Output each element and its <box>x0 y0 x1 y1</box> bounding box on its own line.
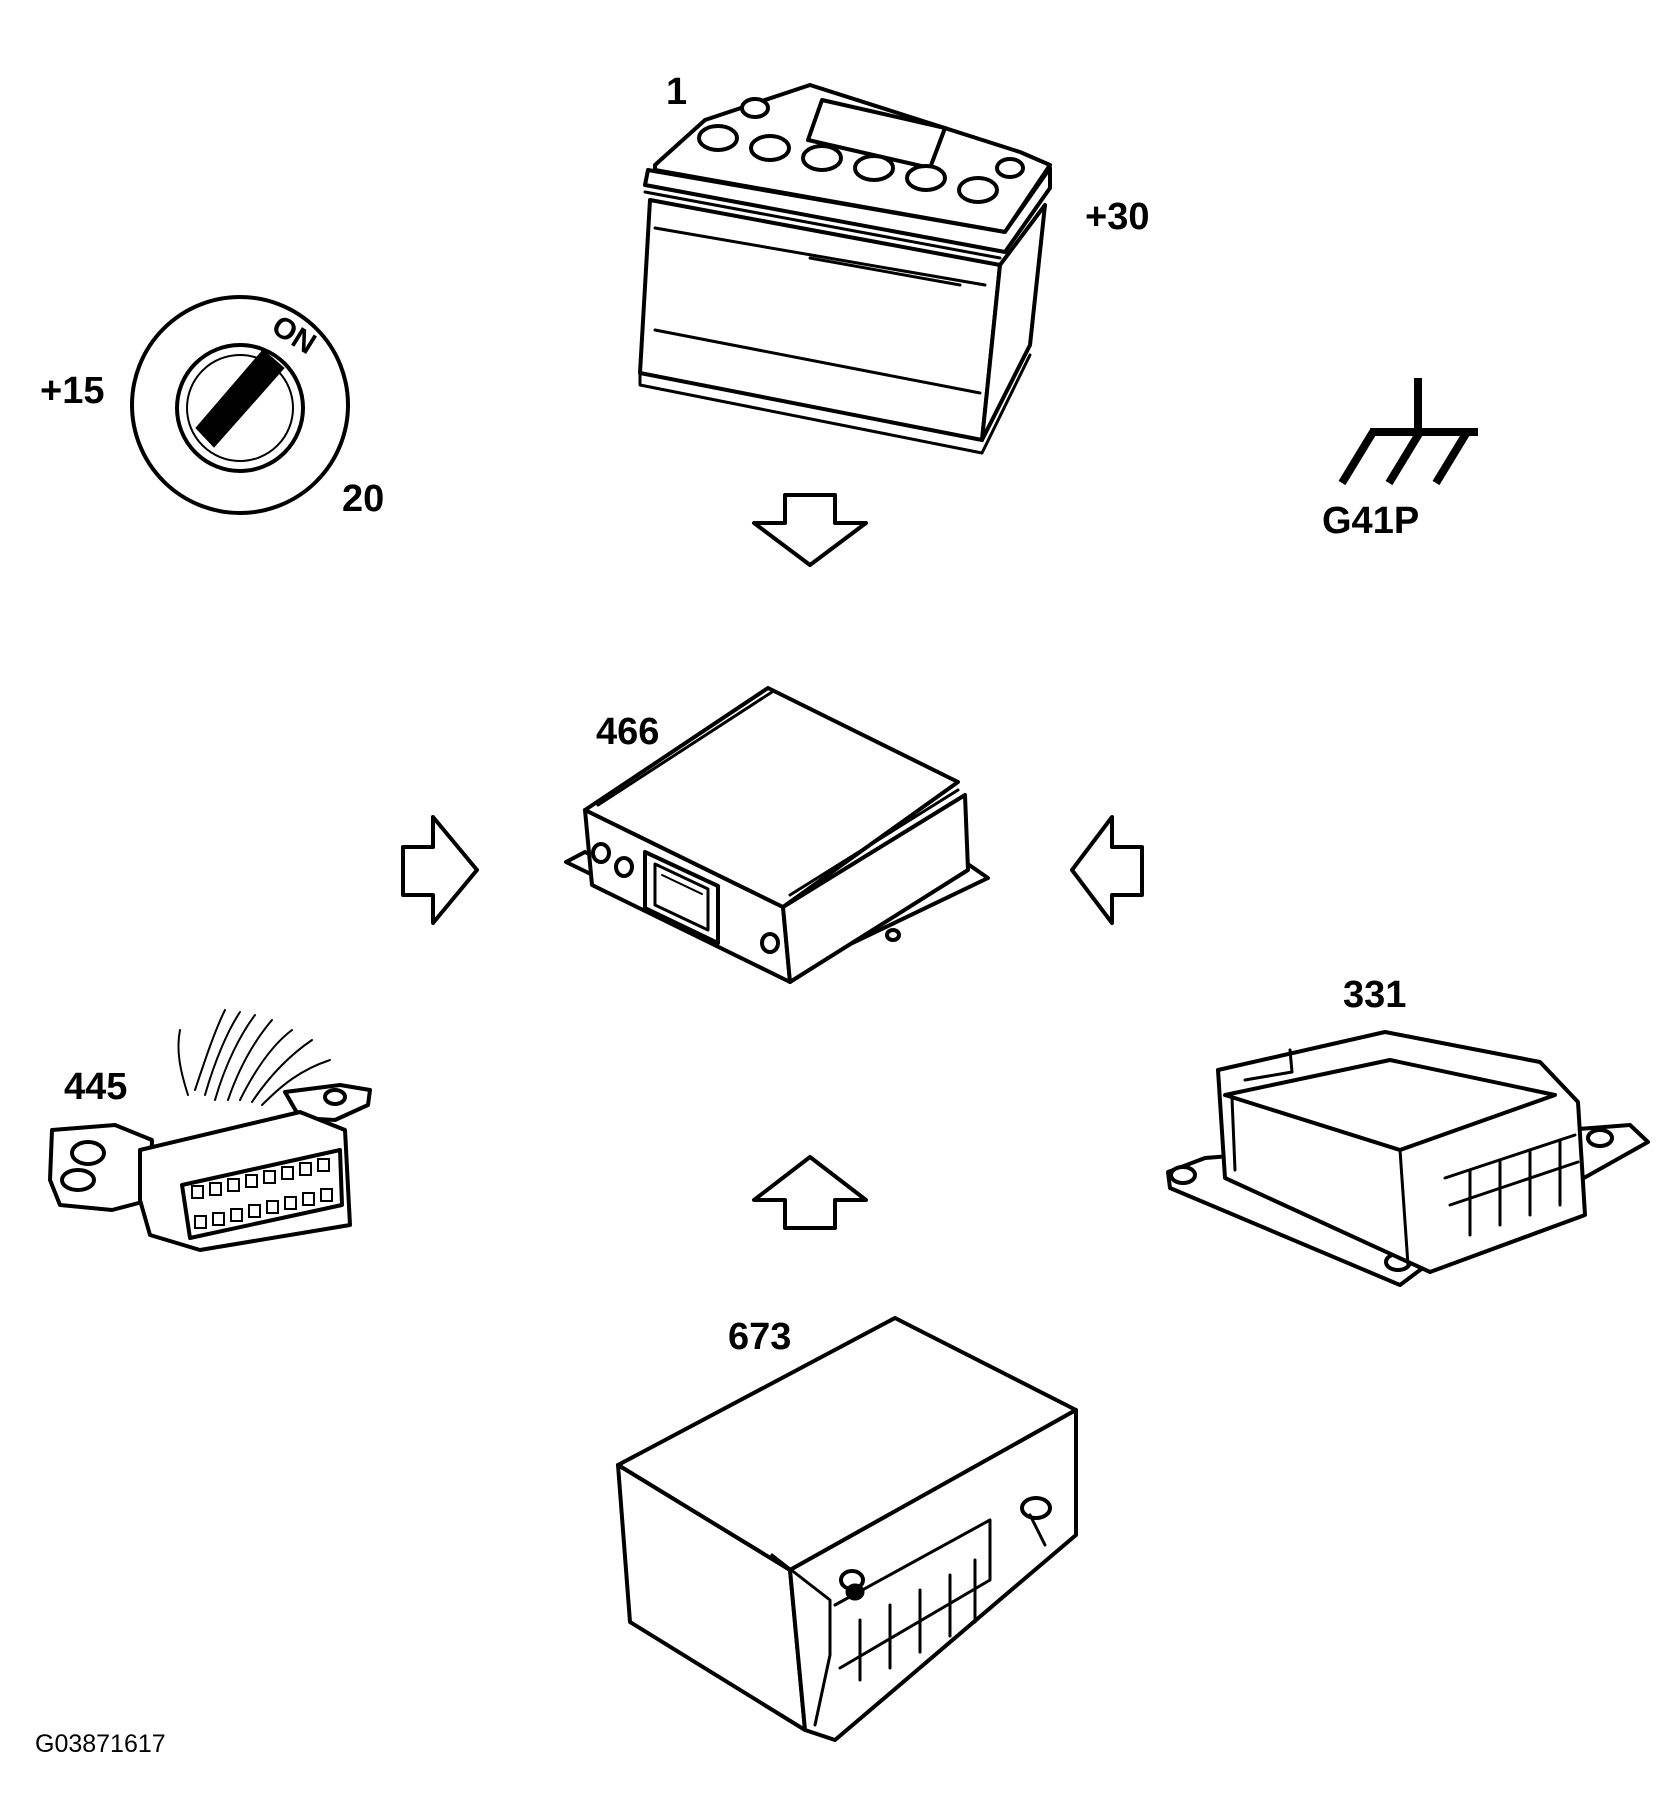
battery-illustration <box>638 83 1052 455</box>
ignition-switch-illustration: ON <box>130 295 350 515</box>
figure-code: G03871617 <box>35 1730 166 1758</box>
control-module-466-illustration <box>564 686 990 984</box>
battery-terminal-label: +30 <box>1085 196 1150 238</box>
ground-point-label: G41P <box>1322 500 1420 542</box>
battery-number-label: 1 <box>666 71 688 113</box>
ignition-number-label: 20 <box>342 478 385 520</box>
arrow-right-icon <box>401 815 479 925</box>
module-331-illustration <box>1166 1030 1650 1287</box>
module-466-label: 466 <box>596 711 660 753</box>
arrow-down-icon <box>752 493 868 567</box>
connector-445-label: 445 <box>64 1066 128 1108</box>
arrow-up-icon <box>752 1155 868 1230</box>
arrow-left-icon <box>1070 815 1144 925</box>
data-link-connector-445-illustration <box>48 1009 372 1252</box>
ignition-terminal-label: +15 <box>40 370 105 412</box>
module-673-illustration <box>616 1316 1078 1742</box>
ground-symbol <box>1338 378 1478 486</box>
module-673-label: 673 <box>728 1316 792 1358</box>
module-331-label: 331 <box>1343 974 1407 1016</box>
